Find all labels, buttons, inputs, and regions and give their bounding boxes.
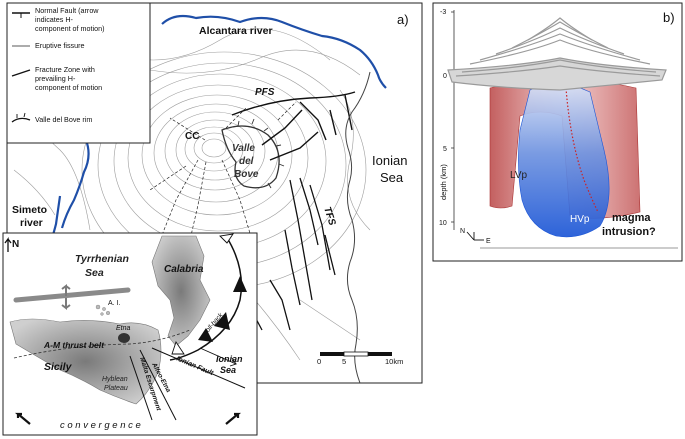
subduction-triangle-3 — [214, 312, 230, 330]
rollback-arrow-icon — [199, 347, 238, 367]
cc-label: CC — [185, 131, 199, 142]
inset-tyrrhenian-2: Sea — [85, 267, 104, 279]
panel-label-a: a) — [397, 12, 409, 27]
alcantara-label: Alcantara river — [199, 25, 273, 37]
valle-label-2: del — [239, 156, 254, 167]
compass-n: N — [460, 228, 465, 235]
eruptive-fissures — [149, 101, 297, 241]
alcantara-river — [161, 14, 387, 89]
convergence-arrow-left-icon — [14, 412, 31, 425]
panel-label-b: b) — [663, 10, 675, 25]
hvp-body — [518, 84, 610, 238]
subduction-triangle-2 — [233, 276, 247, 292]
inset-sicily: Sicily — [44, 361, 73, 373]
inset-tyrrhenian-1: Tyrrhenian — [75, 253, 129, 265]
convergence-arrow-right-icon — [225, 412, 242, 425]
inset-hyblean-1: Hyblean — [102, 376, 128, 383]
pernicana-fault-system — [231, 91, 356, 161]
legend-valle-rim: Valle del Bove rim — [35, 115, 92, 124]
scale-tick-0: 0 — [317, 357, 321, 366]
subduction-triangle-5 — [171, 340, 185, 355]
tyrrhenian-axis — [13, 287, 131, 303]
magma-label-1: magma — [612, 212, 651, 224]
scale-tick-5: 5 — [342, 357, 346, 366]
lvp-label: LVp — [510, 170, 527, 181]
alfeo-etna-line — [139, 349, 177, 421]
ionian-label-1: Ionian — [372, 153, 407, 168]
valle-del-bove-rim — [221, 125, 280, 189]
ionian-fault-line — [151, 347, 246, 389]
inset-ai: A. I. — [108, 300, 121, 307]
arrow-south-icon — [61, 298, 71, 310]
volcano-relief — [447, 17, 667, 91]
simeto-label-1: Simeto — [12, 204, 47, 216]
inset-am-thrust: A-M thrust belt — [43, 340, 105, 350]
inset-calabria: Calabria — [164, 264, 204, 275]
pfs-label: PFS — [255, 87, 275, 98]
panel-b: b) -3 0 5 10 depth (km) — [432, 2, 683, 262]
scale-bar: 0 5 10km — [317, 351, 403, 366]
tick-10: 10 — [439, 220, 447, 227]
legend-eruptive-fissure: Eruptive fissure — [35, 41, 85, 50]
malta-escarpment-line — [129, 355, 153, 421]
subduction-triangle-1 — [219, 233, 234, 244]
tick-0: 0 — [443, 73, 447, 80]
coastline — [345, 71, 371, 384]
calabria-landmass — [151, 235, 211, 347]
subduction-triangle-4 — [198, 328, 213, 342]
timpe-fault-system — [245, 177, 336, 331]
tick-minus3: -3 — [440, 9, 446, 16]
inset-north: N — [12, 239, 19, 250]
simeto-label-2: river — [20, 217, 43, 229]
depth-axis-label: depth (km) — [439, 164, 448, 200]
compass-e: E — [486, 238, 491, 245]
north-arrow-icon — [4, 237, 12, 252]
etna-marker — [118, 333, 130, 343]
magma-label-2: intrusion? — [602, 226, 656, 238]
rim-ticks — [237, 118, 285, 189]
scale-tick-10: 10km — [385, 357, 403, 366]
inset-hyblean-2: Plateau — [104, 385, 128, 392]
inset-convergence: c o n v e r g e n c e — [60, 420, 141, 431]
aeolian-islands — [95, 304, 110, 316]
valle-label-1: Valle — [232, 143, 255, 154]
am-thrust-belt-line — [13, 329, 191, 359]
hvp-label: HVp — [570, 214, 590, 225]
inset-etna: Etna — [116, 325, 131, 332]
valle-label-3: Bove — [234, 169, 259, 180]
compass-icon — [466, 231, 484, 241]
ionian-label-2: Sea — [380, 170, 404, 185]
inset-map: N Tyrrhenian Sea Calabria A. I. Etna A-M… — [2, 232, 258, 436]
inset-ionian-1: Ionian — [216, 354, 243, 364]
inset-ionian-2: Sea — [220, 365, 236, 375]
tick-5: 5 — [443, 146, 447, 153]
arrow-north-icon — [61, 284, 71, 296]
